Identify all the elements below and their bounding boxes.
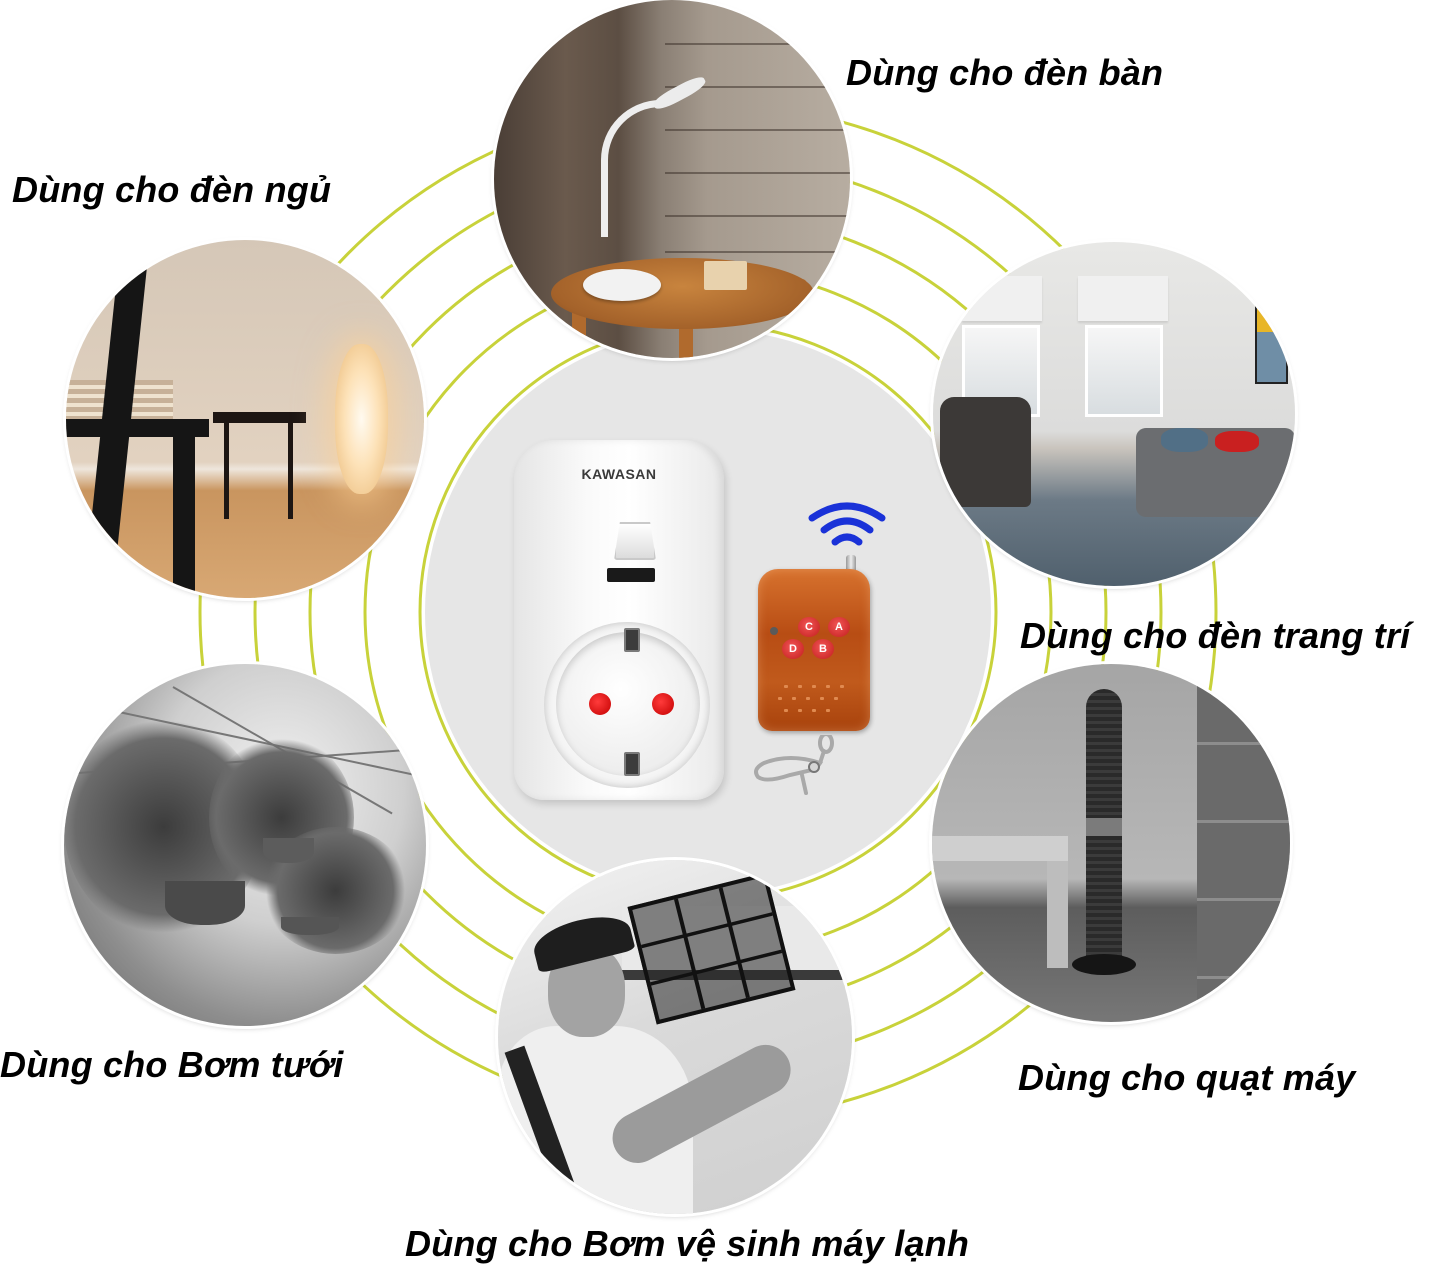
use-label-desk-lamp: Dùng cho đèn bàn	[846, 52, 1164, 93]
brand-name: KAWASAN	[581, 466, 657, 482]
night-lamp-photo	[66, 240, 424, 598]
use-label-ac-cleaning-pump: Dùng cho Bơm vệ sinh máy lạnh	[405, 1223, 970, 1264]
remote-key-a: A	[828, 617, 850, 637]
remote-key-c: C	[798, 617, 820, 637]
remote-key-b: B	[812, 639, 834, 659]
use-label-fan: Dùng cho quạt máy	[1018, 1057, 1356, 1098]
living-room-lights-photo	[933, 242, 1295, 586]
remote-key-d: D	[782, 639, 804, 659]
tower-fan-photo	[932, 664, 1290, 1022]
use-label-decor-lamp: Dùng cho đèn trang trí	[1020, 615, 1411, 656]
socket-power-button	[614, 522, 656, 560]
use-label-garden-pump: Dùng cho Bơm tưới	[0, 1044, 344, 1085]
ac-technician-photo	[498, 860, 852, 1214]
socket-led-indicator	[607, 568, 655, 582]
keyring-clip-icon	[754, 735, 834, 795]
desk-lamp-photo	[494, 0, 850, 358]
remote-antenna	[846, 555, 856, 573]
smart-socket: KAWASAN	[514, 440, 724, 800]
wifi-signal-icon	[808, 502, 886, 546]
remote-control: C A D B	[758, 555, 870, 731]
remote-led	[770, 627, 778, 635]
outlet-earth-clip-bottom	[624, 752, 640, 776]
outlet-pin-hole-left	[589, 693, 611, 715]
outlet-earth-clip-top	[624, 628, 640, 652]
greenhouse-plants-photo	[64, 664, 426, 1026]
use-label-night-lamp: Dùng cho đèn ngủ	[12, 169, 332, 210]
outlet-pin-hole-right	[652, 693, 674, 715]
